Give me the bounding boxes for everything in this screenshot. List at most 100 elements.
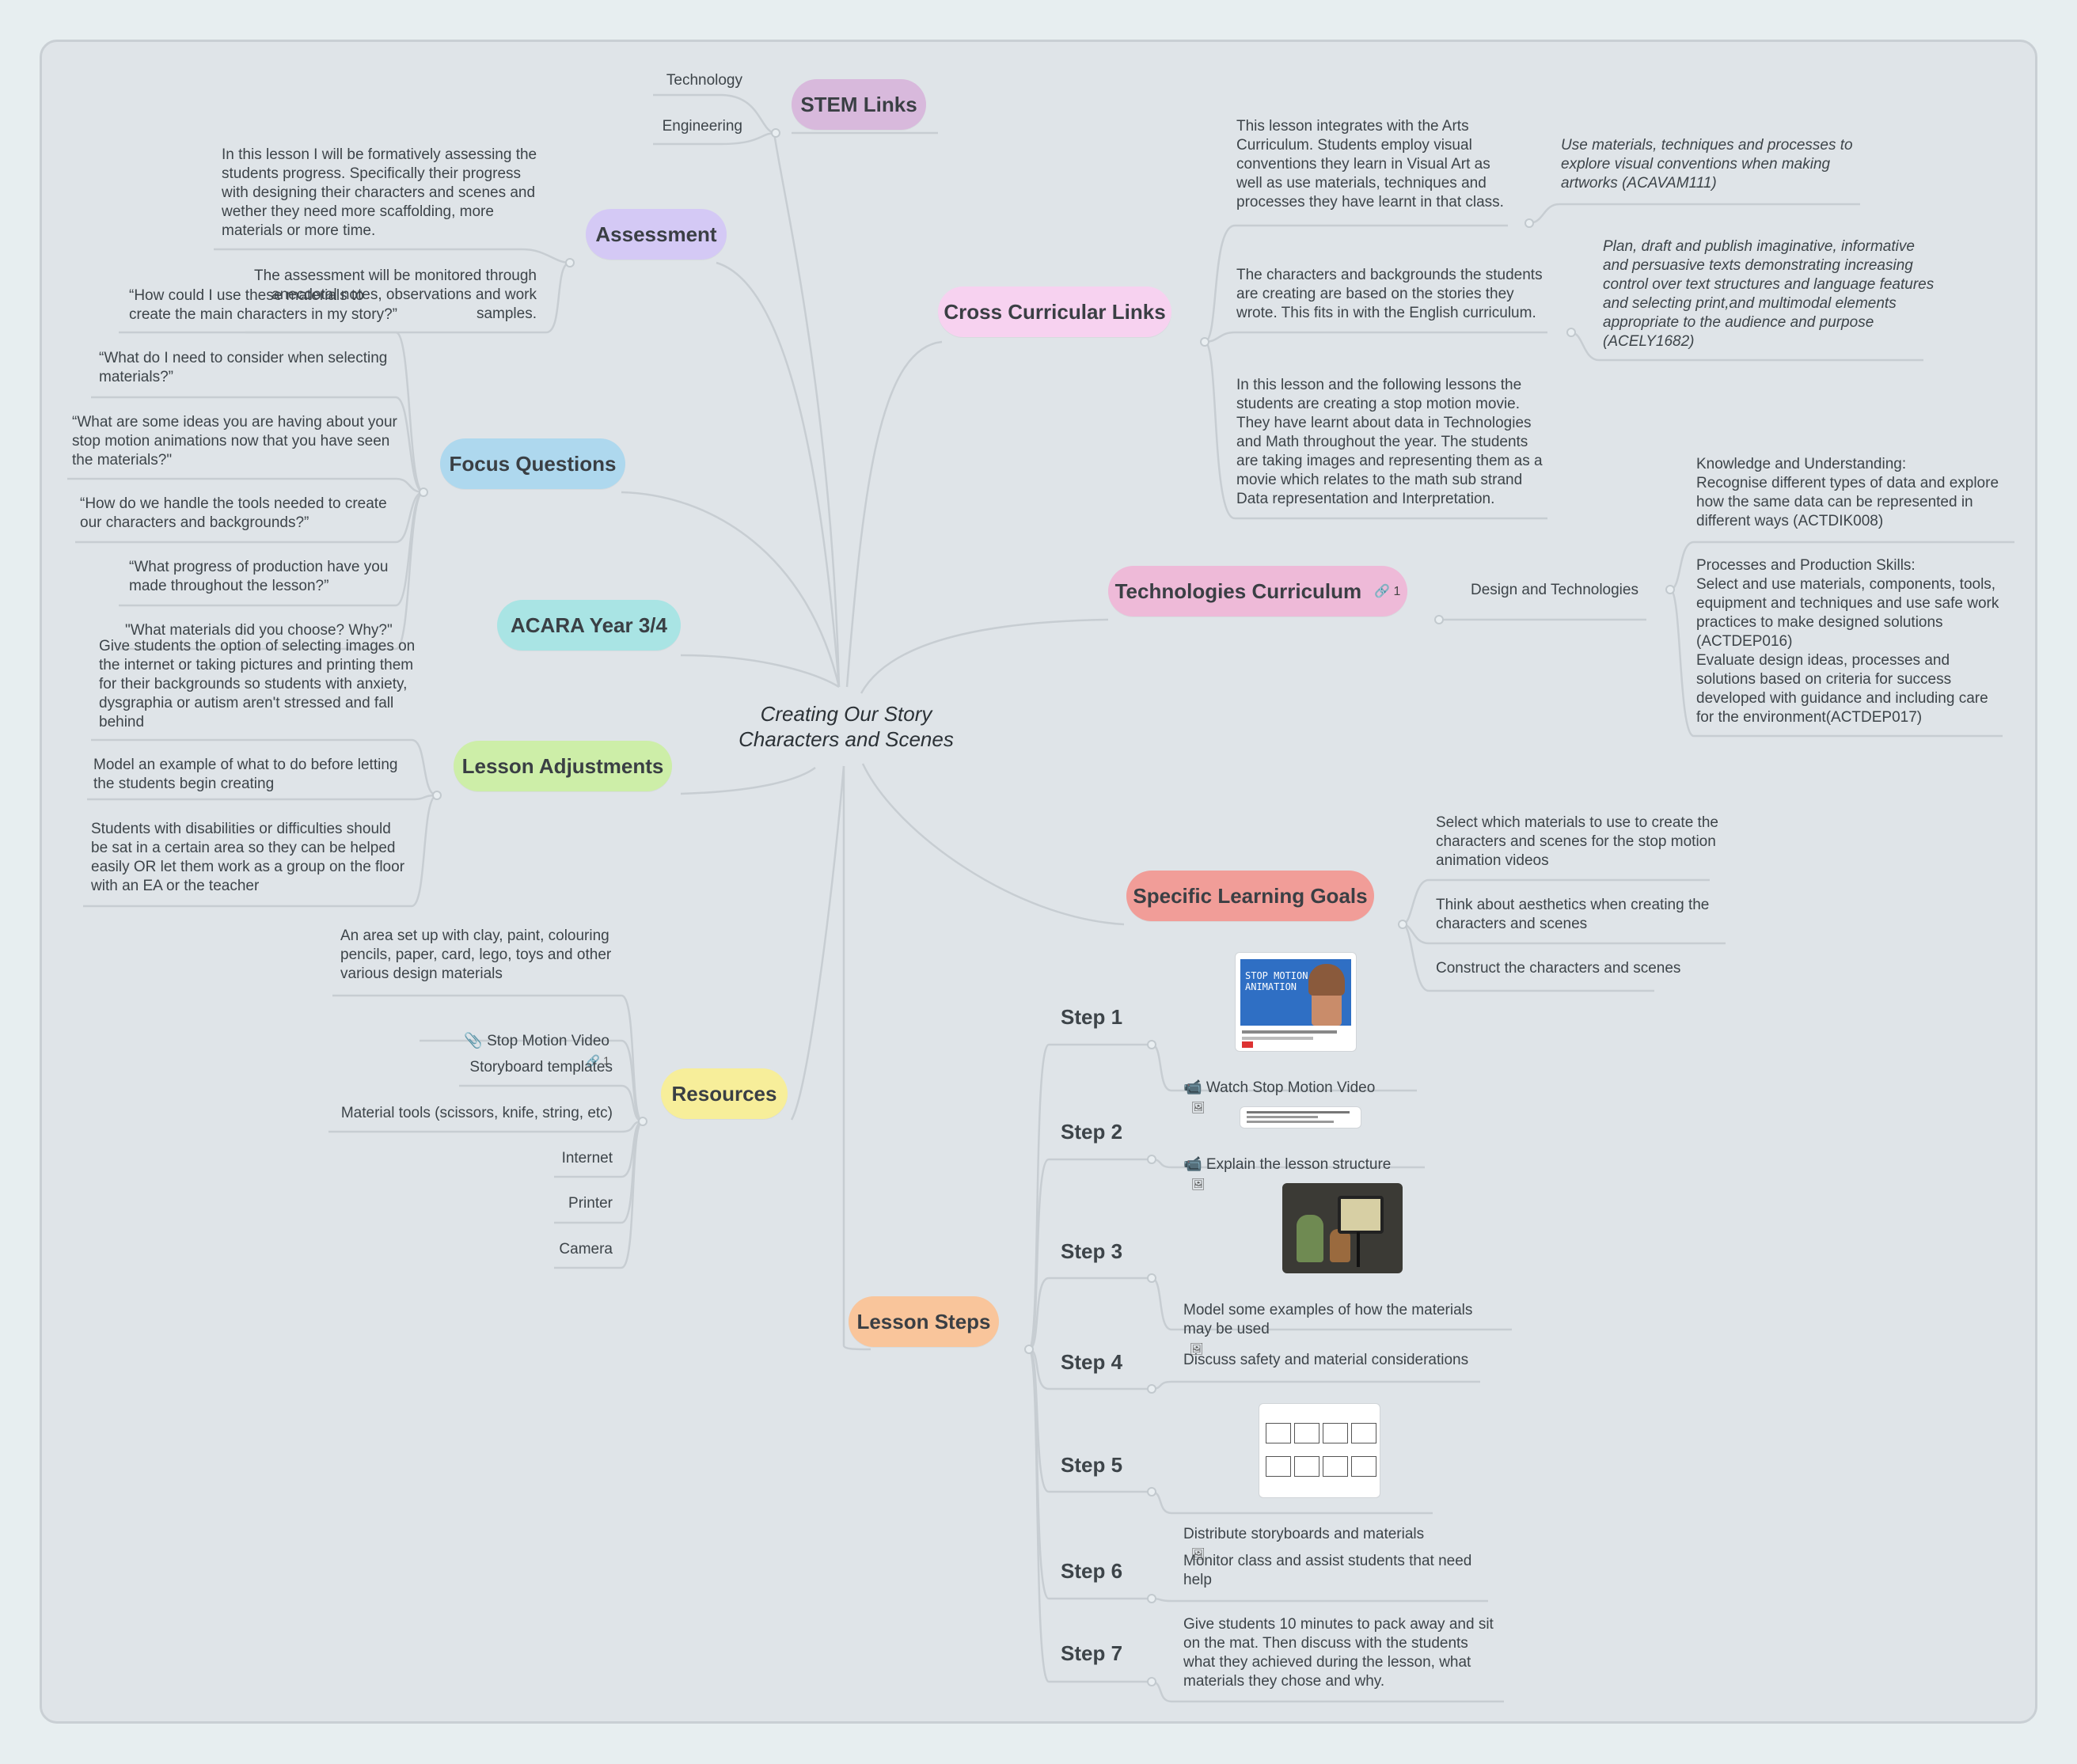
focus-question[interactable]: “What do I need to consider when selecti… [99,350,388,385]
branch-assessment[interactable]: Assessment [586,209,727,260]
branch-label: Resources [671,1081,777,1106]
storyboard-frame [1351,1423,1376,1443]
step-5-text[interactable]: Distribute storyboards and materials 🖼 [1183,1506,1452,1563]
step-4-text[interactable]: Discuss safety and material consideratio… [1183,1352,1469,1368]
storyboard-frame [1351,1456,1376,1477]
step-text: Model some examples of how the materials… [1183,1302,1473,1337]
resource-item[interactable]: Internet [561,1150,613,1167]
cross-sub-item[interactable]: Plan, draft and publish imaginative, inf… [1603,238,1935,350]
branch-stem-links[interactable]: STEM Links [792,79,926,130]
branch-lesson-adjustments[interactable]: Lesson Adjustments [454,741,672,791]
video-frame: STOP MOTION ANIMATION [1240,959,1351,1026]
doc-line [1247,1111,1350,1113]
step-text: 📹 Watch Stop Motion Video [1183,1079,1376,1096]
doc-line [1247,1121,1334,1123]
cross-item[interactable]: This lesson integrates with the Arts Cur… [1236,118,1504,211]
storyboard-thumbnail[interactable] [1259,1403,1380,1498]
photo-thumbnail[interactable] [1282,1183,1403,1273]
adjustment-item[interactable]: Students with disabilities or difficulti… [91,821,405,894]
central-topic[interactable]: Creating Our Story Characters and Scenes [739,702,954,751]
assessment-item[interactable]: In this lesson I will be formatively ass… [222,146,537,239]
presenter-hair [1308,964,1345,996]
doc-line [1247,1116,1318,1118]
step-1-text[interactable]: 📹 Watch Stop Motion Video 🖼 [1183,1060,1421,1117]
adjustment-item[interactable]: Give students the option of selecting im… [99,638,416,730]
link-icon: 🔗 1 [1374,585,1401,598]
branch-cross-curricular-links[interactable]: Cross Curricular Links [938,286,1171,337]
branch-label: ACARA Year 3/4 [511,613,667,637]
cross-item[interactable]: In this lesson and the following lessons… [1236,377,1543,507]
step-text: Distribute storyboards and materials [1183,1526,1425,1542]
focus-question[interactable]: “How do we handle the tools needed to cr… [80,495,387,531]
photo-figure [1297,1215,1323,1262]
step-label[interactable]: Step 7 [1061,1641,1123,1665]
video-caption [1242,1037,1313,1040]
link-icon: 🔗 1 [586,1054,609,1067]
goal-item[interactable]: Think about aesthetics when creating the… [1436,897,1710,932]
goal-item[interactable]: Select which materials to use to create … [1436,814,1718,869]
branch-label: Focus Questions [449,451,617,476]
storyboard-frame [1323,1456,1348,1477]
focus-question[interactable]: “How could I use these materials to crea… [129,287,397,323]
stem-item-technology[interactable]: Technology [666,72,742,89]
branch-label: Assessment [595,222,717,246]
storyboard-frame [1294,1456,1319,1477]
image-icon: 🖼 [1191,1101,1206,1113]
resource-item[interactable]: An area set up with clay, paint, colouri… [340,928,612,982]
step-text: 📹 Explain the lesson structure [1183,1156,1392,1173]
stem-item-engineering[interactable]: Engineering [662,118,742,135]
focus-question[interactable]: “What progress of production have you ma… [129,559,389,594]
step-label[interactable]: Step 2 [1061,1120,1123,1144]
step-label[interactable]: Step 5 [1061,1453,1123,1477]
video-title-text: STOP MOTION ANIMATION [1245,970,1308,992]
video-caption [1242,1030,1337,1034]
branch-label: Cross Curricular Links [944,299,1166,324]
branch-label: Lesson Steps [856,1309,991,1333]
step-label[interactable]: Step 1 [1061,1005,1123,1029]
resource-item[interactable]: Printer [568,1195,613,1212]
step-7-text[interactable]: Give students 10 minutes to pack away an… [1183,1616,1494,1690]
storyboard-frame [1294,1423,1319,1443]
branch-specific-learning-goals[interactable]: Specific Learning Goals [1126,871,1374,921]
technologies-item[interactable]: Design and Technologies [1471,582,1638,598]
image-icon: 🖼 [1190,1342,1204,1355]
technologies-sub-item[interactable]: Knowledge and Understanding: Recognise d… [1696,456,1999,529]
cross-item[interactable]: The characters and backgrounds the stude… [1236,267,1543,321]
branch-label: Specific Learning Goals [1133,883,1368,908]
step-label[interactable]: Step 6 [1061,1559,1123,1583]
branch-label: STEM Links [800,92,917,116]
resource-item[interactable]: Camera [559,1241,613,1258]
resource-item-label: 📎 Stop Motion Video [464,1033,609,1049]
image-icon: 🖼 [1191,1547,1206,1560]
step-2-text[interactable]: 📹 Explain the lesson structure 🖼 [1183,1136,1445,1193]
step-label[interactable]: Step 3 [1061,1239,1123,1263]
step-3-text[interactable]: Model some examples of how the materials… [1183,1282,1500,1358]
branch-label: Technologies Curriculum [1114,579,1362,603]
focus-question[interactable]: "What materials did you choose? Why?" [125,622,393,639]
photo-figure [1330,1229,1350,1262]
resource-item[interactable]: Storyboard templates [469,1059,613,1075]
branch-technologies-curriculum[interactable]: Technologies Curriculum 🔗 1 [1108,566,1407,616]
branch-lesson-steps[interactable]: Lesson Steps [849,1296,999,1347]
step-6-text[interactable]: Monitor class and assist students that n… [1183,1553,1472,1588]
video-thumbnail[interactable]: STOP MOTION ANIMATION [1235,952,1357,1052]
branch-resources[interactable]: Resources [661,1068,788,1119]
document-thumbnail[interactable] [1240,1106,1361,1129]
focus-question[interactable]: “What are some ideas you are having abou… [72,414,397,469]
assessment-item[interactable]: The assessment will be monitored through… [254,267,537,322]
technologies-sub-item[interactable]: Processes and Production Skills: Select … [1696,557,1999,726]
goal-item[interactable]: Construct the characters and scenes [1436,960,1681,977]
branch-focus-questions[interactable]: Focus Questions [440,438,625,489]
resource-item[interactable]: Material tools (scissors, knife, string,… [340,1105,613,1121]
step-label[interactable]: Step 4 [1061,1350,1123,1374]
branch-label: Lesson Adjustments [461,753,664,778]
storyboard-frame [1323,1423,1348,1443]
adjustment-item[interactable]: Model an example of what to do before le… [93,757,398,792]
branch-acara-year[interactable]: ACARA Year 3/4 [497,600,681,651]
image-icon: 🖼 [1191,1178,1206,1190]
resource-stop-motion-video[interactable]: 📎 Stop Motion Video 🔗 1 [380,1013,609,1070]
youtube-icon [1242,1041,1253,1048]
camera-screen [1338,1196,1384,1234]
cross-sub-item[interactable]: Use materials, techniques and processes … [1561,137,1853,192]
